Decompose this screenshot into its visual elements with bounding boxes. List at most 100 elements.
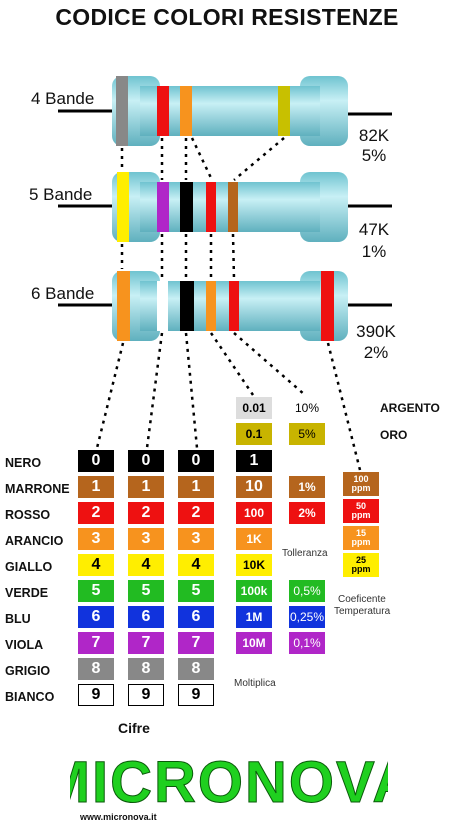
digit-col2-rosso: 2 bbox=[128, 502, 164, 524]
digit-col3-verde: 5 bbox=[178, 580, 214, 602]
digit-col2-blu: 6 bbox=[128, 606, 164, 628]
tolerance-6band: 2% bbox=[363, 343, 389, 362]
tempco-rosso: 50 ppm bbox=[343, 499, 379, 523]
band-nero bbox=[180, 281, 194, 331]
digit-col3-arancio: 3 bbox=[178, 528, 214, 550]
digit-col1-viola: 7 bbox=[78, 632, 114, 654]
color-name-giallo: GIALLO bbox=[5, 560, 53, 574]
resistor-6band bbox=[112, 271, 348, 341]
color-name-marrone: MARRONE bbox=[5, 482, 70, 496]
label-oro: ORO bbox=[380, 428, 408, 442]
digit-col3-giallo: 4 bbox=[178, 554, 214, 576]
tol-gold: 5% bbox=[289, 423, 325, 445]
value-6band: 390K bbox=[356, 322, 396, 341]
caption-moltiplica: Moltiplica bbox=[234, 678, 276, 689]
color-name-nero: NERO bbox=[5, 456, 42, 470]
tolerance-5band: 1% bbox=[361, 242, 387, 261]
digit-col3-nero: 0 bbox=[178, 450, 214, 472]
digit-col2-arancio: 3 bbox=[128, 528, 164, 550]
value-4band: 82K bbox=[358, 126, 390, 145]
label-5-bande: 5 Bande bbox=[29, 185, 93, 204]
leads bbox=[58, 109, 392, 307]
dotted-connectors bbox=[95, 137, 362, 471]
digit-col2-bianco: 9 bbox=[128, 684, 164, 706]
band-rosso bbox=[321, 271, 334, 341]
tempco-arancio: 15 ppm bbox=[343, 526, 379, 550]
mult-gold: 0.1 bbox=[236, 423, 272, 445]
logo-text: MICRONOVA bbox=[70, 752, 388, 812]
color-name-arancio: ARANCIO bbox=[5, 534, 64, 548]
color-name-bianco: BIANCO bbox=[5, 690, 55, 704]
digit-col1-blu: 6 bbox=[78, 606, 114, 628]
digit-col3-bianco: 9 bbox=[178, 684, 214, 706]
tempco-giallo: 25 ppm bbox=[343, 553, 379, 577]
digit-col1-rosso: 2 bbox=[78, 502, 114, 524]
tol-blu: 0,25% bbox=[289, 606, 325, 628]
label-4-bande: 4 Bande bbox=[31, 89, 95, 108]
tolerance-4band: 5% bbox=[361, 146, 387, 165]
mult-silver: 0.01 bbox=[236, 397, 272, 419]
digit-col1-arancio: 3 bbox=[78, 528, 114, 550]
value-5band: 47K bbox=[358, 220, 390, 239]
micronova-logo: MICRONOVA bbox=[70, 752, 388, 812]
digit-col1-marrone: 1 bbox=[78, 476, 114, 498]
tempco-unit: ppm bbox=[351, 537, 371, 547]
tol-rosso: 2% bbox=[289, 502, 325, 524]
digit-col3-grigio: 8 bbox=[178, 658, 214, 680]
mult-verde: 100k bbox=[236, 580, 272, 602]
color-name-blu: BLU bbox=[5, 612, 31, 626]
color-name-rosso: ROSSO bbox=[5, 508, 51, 522]
digit-col3-marrone: 1 bbox=[178, 476, 214, 498]
tempco-marrone: 100 ppm bbox=[343, 472, 379, 496]
tempco-unit: ppm bbox=[351, 483, 371, 493]
color-name-viola: VIOLA bbox=[5, 638, 44, 652]
band-viola bbox=[157, 182, 169, 232]
digit-col2-viola: 7 bbox=[128, 632, 164, 654]
digit-col1-giallo: 4 bbox=[78, 554, 114, 576]
tol-verde: 0,5% bbox=[289, 580, 325, 602]
band-arancio bbox=[117, 271, 130, 341]
mult-nero: 1 bbox=[236, 450, 272, 472]
mult-giallo: 10K bbox=[236, 554, 272, 576]
page-title: CODICE COLORI RESISTENZE bbox=[55, 4, 399, 30]
digit-col2-grigio: 8 bbox=[128, 658, 164, 680]
band-giallo bbox=[117, 172, 129, 242]
digit-col1-bianco: 9 bbox=[78, 684, 114, 706]
tempco-num: 100 bbox=[353, 474, 369, 484]
digit-col1-nero: 0 bbox=[78, 450, 114, 472]
digit-col1-verde: 5 bbox=[78, 580, 114, 602]
mult-viola: 10M bbox=[236, 632, 272, 654]
mult-marrone: 10 bbox=[236, 476, 272, 498]
digit-col3-blu: 6 bbox=[178, 606, 214, 628]
digit-col2-nero: 0 bbox=[128, 450, 164, 472]
digit-col2-giallo: 4 bbox=[128, 554, 164, 576]
mult-blu: 1M bbox=[236, 606, 272, 628]
digit-col2-verde: 5 bbox=[128, 580, 164, 602]
mult-rosso: 100 bbox=[236, 502, 272, 524]
band-marrone bbox=[228, 182, 238, 232]
band-rosso bbox=[157, 86, 169, 136]
caption-coeficente: Coeficente bbox=[338, 594, 386, 605]
band-arancio bbox=[180, 86, 192, 136]
label-argento: ARGENTO bbox=[380, 401, 440, 415]
label-6-bande: 6 Bande bbox=[31, 284, 95, 303]
tol-viola: 0,1% bbox=[289, 632, 325, 654]
digit-col3-viola: 7 bbox=[178, 632, 214, 654]
resistor-4band bbox=[112, 76, 348, 146]
color-name-grigio: GRIGIO bbox=[5, 664, 51, 678]
band-nero bbox=[180, 182, 193, 232]
tempco-num: 50 bbox=[355, 501, 366, 511]
cifre-label: Cifre bbox=[118, 720, 150, 736]
digit-col2-marrone: 1 bbox=[128, 476, 164, 498]
tempco-unit: ppm bbox=[351, 564, 371, 574]
band-oro bbox=[278, 86, 290, 136]
tempco-num: 15 bbox=[355, 528, 366, 538]
tempco-unit: ppm bbox=[351, 510, 371, 520]
digit-col1-grigio: 8 bbox=[78, 658, 114, 680]
resistor-5band bbox=[112, 172, 348, 242]
band-rosso bbox=[229, 281, 239, 331]
mult-arancio: 1K bbox=[236, 528, 272, 550]
caption-tolleranza: Tolleranza bbox=[282, 548, 328, 559]
band-rosso bbox=[206, 182, 216, 232]
